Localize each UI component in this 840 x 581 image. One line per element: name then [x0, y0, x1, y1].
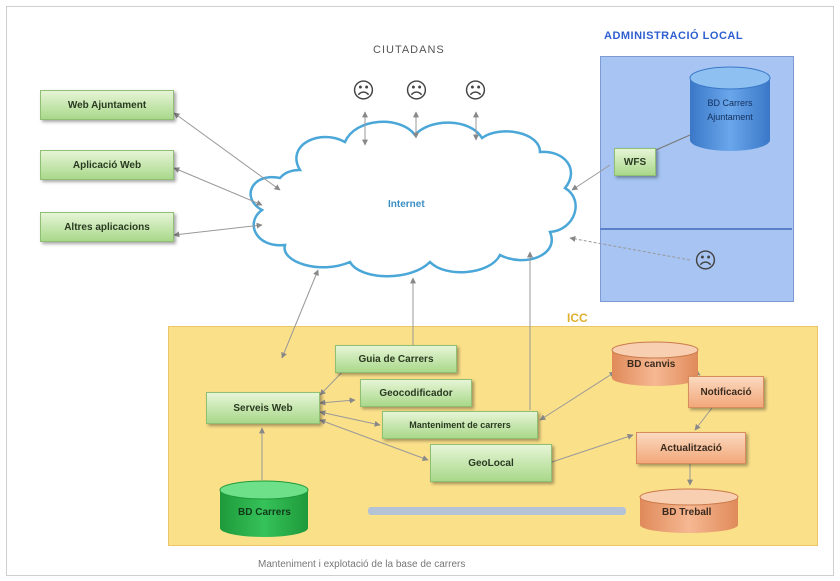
citizen-face-icon: ☹	[464, 78, 487, 103]
ciutadans-title: CIUTADANS	[373, 44, 445, 56]
bd-canvis-label: BD canvis	[627, 359, 676, 370]
figure-caption: Manteniment i explotació de la base de c…	[258, 559, 466, 570]
bd-treball-cylinder	[639, 488, 739, 533]
bd-carrers-ajuntament-cylinder	[689, 66, 771, 151]
actualitzacio-box: Actualització	[636, 432, 746, 464]
serveis-web-box: Serveis Web	[206, 392, 320, 424]
internet-label: Internet	[388, 199, 425, 210]
bd-treball-label: BD Treball	[662, 507, 712, 518]
guia-carrers-box: Guia de Carrers	[335, 345, 457, 373]
bd-carrers-label: BD Carrers	[238, 507, 291, 518]
geocodificador-box: Geocodificador	[360, 379, 472, 407]
admin-local-divider	[600, 228, 792, 230]
icc-title: ICC	[567, 311, 588, 325]
notificacio-box: Notificació	[688, 376, 764, 408]
bd-canvis-cylinder	[611, 341, 699, 386]
bd-carrers-ajuntament-label: BD Carrers Ajuntament	[707, 98, 753, 122]
altres-aplicacions-box: Altres aplicacions	[40, 212, 174, 242]
citizen-face-icon: ☹	[352, 78, 375, 103]
citizen-face-icon: ☹	[405, 78, 428, 103]
wfs-box: WFS	[614, 148, 656, 176]
citizen-face-icon: ☹	[694, 248, 717, 273]
aplicacio-web-box: Aplicació Web	[40, 150, 174, 180]
web-ajuntament-box: Web Ajuntament	[40, 90, 174, 120]
bd-carrers-cylinder	[219, 480, 309, 537]
geolocal-box: GeoLocal	[430, 444, 552, 482]
progress-bar-decoration	[368, 507, 626, 515]
admin-local-title: ADMINISTRACIÓ LOCAL	[604, 30, 744, 42]
manteniment-carrers-box: Manteniment de carrers	[382, 411, 538, 439]
